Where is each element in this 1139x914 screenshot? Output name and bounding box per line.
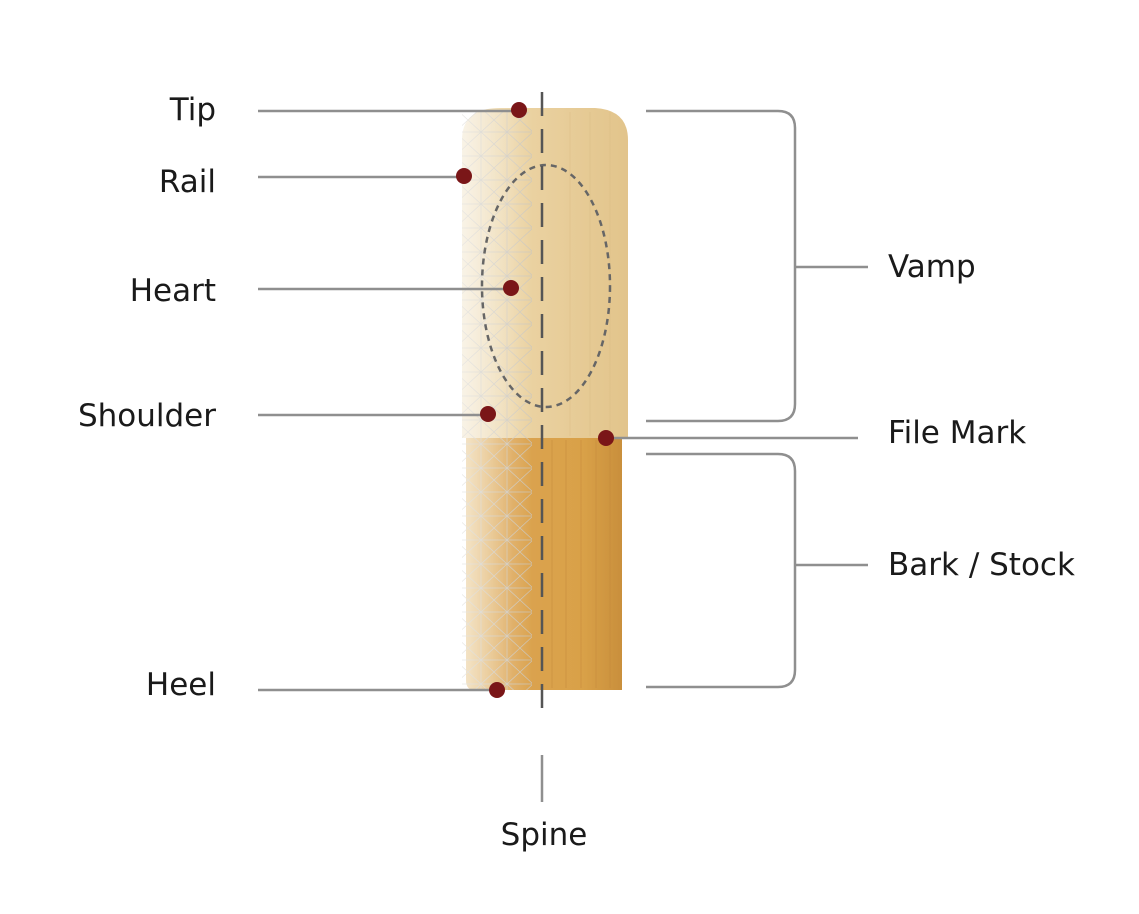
heel-label: Heel bbox=[146, 667, 216, 703]
spine-label: Spine bbox=[501, 817, 588, 853]
heart-outline bbox=[480, 163, 612, 409]
reed-illustration bbox=[462, 108, 628, 690]
bark-stock-bracket bbox=[646, 452, 868, 689]
tip-label: Tip bbox=[169, 92, 216, 128]
shoulder-label: Shoulder bbox=[78, 398, 216, 434]
vamp-label: Vamp bbox=[888, 249, 976, 285]
heel-marker-dot bbox=[489, 682, 505, 698]
vamp-bracket bbox=[646, 109, 868, 423]
file-mark-marker-dot bbox=[598, 430, 614, 446]
heart-label: Heart bbox=[130, 273, 216, 309]
heart-marker-dot bbox=[503, 280, 519, 296]
shoulder-marker-dot bbox=[480, 406, 496, 422]
rail-marker-dot bbox=[456, 168, 472, 184]
tip-marker-dot bbox=[511, 102, 527, 118]
rail-label: Rail bbox=[159, 164, 216, 200]
bark-stock-label: Bark / Stock bbox=[888, 547, 1075, 583]
file-mark-label: File Mark bbox=[888, 415, 1026, 451]
